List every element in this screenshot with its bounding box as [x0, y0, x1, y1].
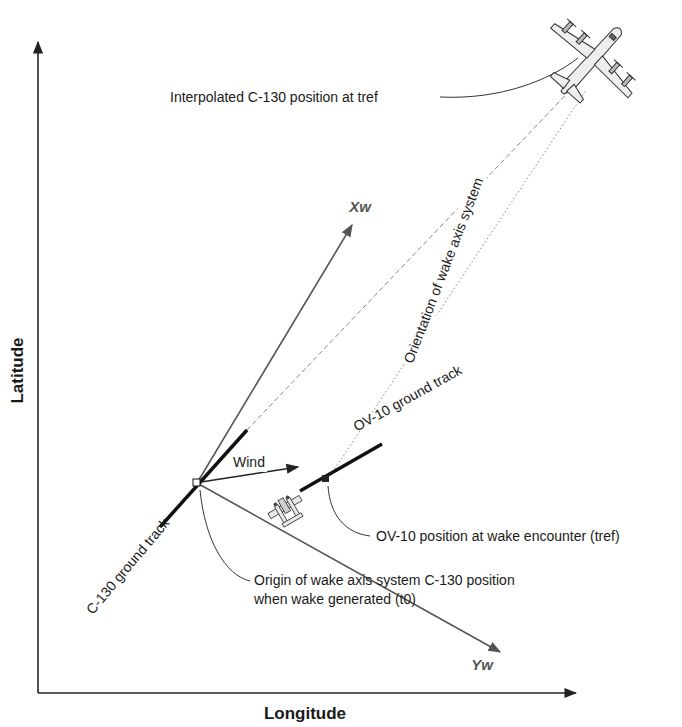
callout-text: Origin of wake axis system C-130 positio…: [254, 571, 524, 609]
axis-name: Xw: [349, 197, 371, 216]
track-label: OV-10 ground track: [350, 360, 465, 435]
axis-title: Longitude: [264, 704, 346, 723]
callout-text: Interpolated C-130 position at tref: [170, 88, 378, 107]
wind-label: Wind: [231, 453, 267, 472]
track-label: C-130 ground track: [82, 514, 174, 618]
axis-name: Yw: [471, 655, 493, 674]
callout-text: OV-10 position at wake encounter (tref): [376, 527, 620, 546]
line-label: Orientation of wake axis system: [399, 172, 489, 367]
axis-title: Latitude: [8, 337, 27, 403]
